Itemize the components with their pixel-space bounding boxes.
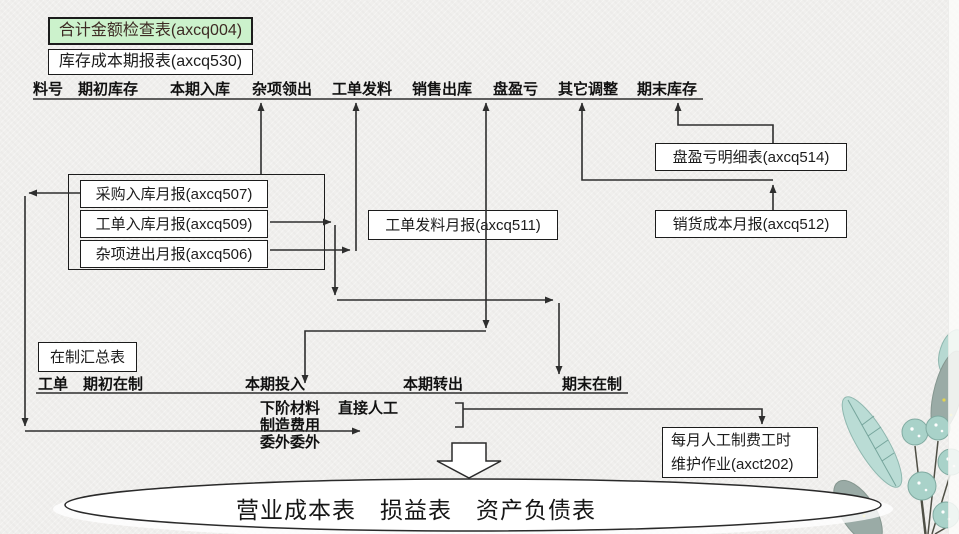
wip-col-period-in: 本期投入 bbox=[245, 376, 306, 393]
col-wo-issue: 工单发料 bbox=[332, 81, 393, 98]
workorder-in-report-label: 工单入库月报(axcq509) bbox=[95, 215, 253, 233]
misc-inout-report-box: 杂项进出月报(axcq506) bbox=[80, 240, 268, 268]
summary-ellipse bbox=[64, 478, 882, 532]
col-misc-issue: 杂项领出 bbox=[252, 81, 313, 98]
col-end-stock: 期末库存 bbox=[637, 81, 698, 98]
wip-input-overhead: 制造费用 bbox=[260, 417, 321, 434]
sales-cost-report-box: 销货成本月报(axcq512) bbox=[655, 210, 847, 238]
page-edge-strip bbox=[948, 0, 959, 534]
sales-cost-report-label: 销货成本月报(axcq512) bbox=[672, 215, 830, 233]
wip-col-workorder: 工单 bbox=[38, 376, 69, 393]
purchase-in-report-label: 采购入库月报(axcq507) bbox=[95, 185, 253, 203]
stocktake-detail-label: 盘盈亏明细表(axcq514) bbox=[672, 148, 830, 166]
purchase-in-report-box: 采购入库月报(axcq507) bbox=[80, 180, 268, 208]
wip-col-period-out: 本期转出 bbox=[403, 376, 464, 393]
stocktake-detail-box: 盘盈亏明细表(axcq514) bbox=[655, 143, 847, 171]
col-item-no: 料号 bbox=[33, 81, 64, 98]
wip-summary-box: 在制汇总表 bbox=[38, 342, 137, 372]
wip-col-begin-wip: 期初在制 bbox=[83, 376, 144, 393]
wip-col-end-wip: 期末在制 bbox=[562, 376, 623, 393]
labor-hours-line2: 维护作业(axct202) bbox=[671, 455, 794, 473]
wip-input-direct-labor: 直接人工 bbox=[338, 400, 399, 417]
col-begin-stock: 期初库存 bbox=[78, 81, 139, 98]
summary-ellipse-label: 营业成本表 损益表 资产负债表 bbox=[236, 497, 596, 523]
labor-hours-box: 每月人工制费工时 维护作业(axct202) bbox=[662, 427, 818, 478]
leaf-veins bbox=[847, 399, 897, 487]
wip-input-outsourcing: 委外委外 bbox=[260, 434, 321, 451]
check-table-label: 合计金额检查表(axcq004) bbox=[58, 22, 243, 39]
block-down-arrow bbox=[436, 442, 502, 479]
col-period-in: 本期入库 bbox=[170, 81, 231, 98]
workorder-issue-report-box: 工单发料月报(axcq511) bbox=[368, 210, 558, 240]
col-stocktake: 盘盈亏 bbox=[493, 81, 539, 98]
col-sales-out: 销售出库 bbox=[412, 81, 473, 98]
check-table-box: 合计金额检查表(axcq004) bbox=[48, 17, 253, 45]
workorder-in-report-box: 工单入库月报(axcq509) bbox=[80, 210, 268, 238]
period-report-label: 库存成本期报表(axcq530) bbox=[58, 53, 243, 70]
workorder-issue-report-label: 工单发料月报(axcq511) bbox=[385, 216, 541, 234]
period-report-box: 库存成本期报表(axcq530) bbox=[48, 49, 253, 75]
wip-input-materials: 下阶材料 bbox=[260, 400, 321, 417]
misc-inout-report-label: 杂项进出月报(axcq506) bbox=[95, 245, 253, 263]
wip-summary-label: 在制汇总表 bbox=[49, 348, 125, 366]
col-other-adjust: 其它调整 bbox=[558, 81, 619, 98]
labor-hours-line1: 每月人工制费工时 bbox=[671, 431, 792, 449]
